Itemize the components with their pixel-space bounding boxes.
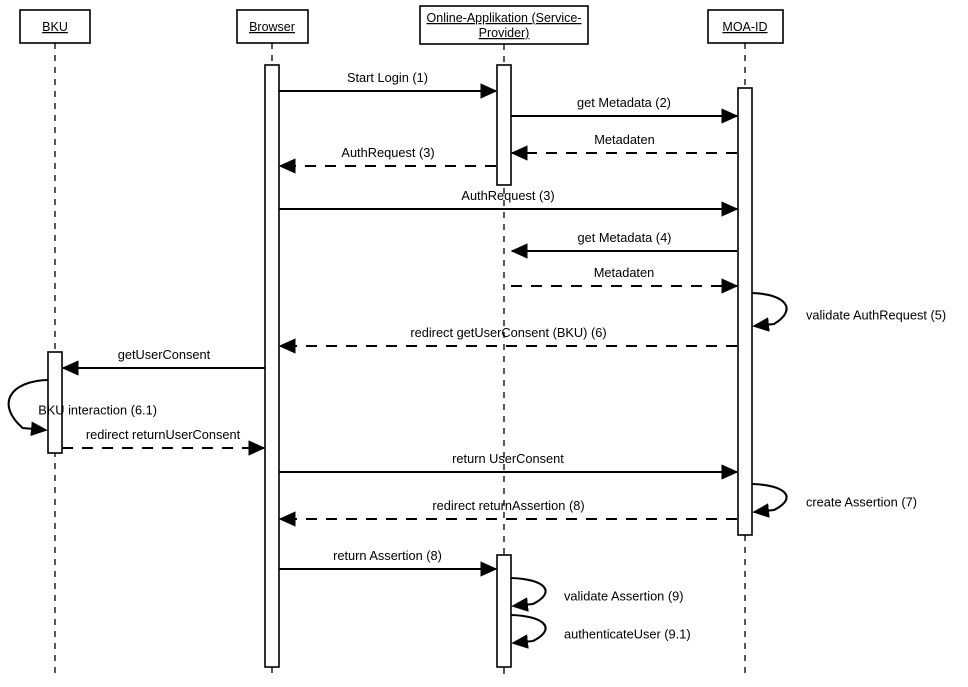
lifeline-header-moaid[interactable]: MOA-ID (707, 9, 784, 44)
lifeline-box-rect (707, 9, 784, 44)
message-m11[interactable]: return UserConsent (279, 451, 739, 480)
activation-rect (737, 87, 753, 536)
message-label: redirect getUserConsent (BKU) (6) (410, 325, 606, 340)
self-message-curve (751, 482, 788, 518)
message-m9[interactable]: getUserConsent (61, 347, 265, 376)
self-message-s4[interactable]: validate Assertion (9) (510, 576, 684, 612)
self-message-label: validate AuthRequest (5) (806, 308, 946, 323)
message-label: redirect returnAssertion (8) (432, 498, 584, 513)
messages-layer: Start Login (1) get Metadata (2) Metadaten… (61, 70, 739, 577)
self-message-s3[interactable]: create Assertion (7) (751, 482, 917, 518)
message-label: Start Login (1) (347, 70, 428, 85)
self-message-curve (7, 378, 49, 437)
message-m4[interactable]: AuthRequest (3) (278, 145, 496, 174)
lifeline-header-browser[interactable]: Browser (236, 9, 309, 44)
lifeline-header-sp[interactable]: Online-Applikation (Service-Provider) (419, 5, 589, 45)
activation-bar-sp[interactable] (496, 64, 512, 186)
message-label: get Metadata (4) (578, 230, 672, 245)
activations-layer (47, 64, 753, 668)
lifeline-label: MOA-ID (722, 20, 767, 34)
lifeline-box-rect (19, 9, 91, 44)
message-label: get Metadata (2) (577, 95, 671, 110)
message-m5[interactable]: AuthRequest (3) (279, 188, 739, 217)
message-label: redirect returnUserConsent (86, 427, 241, 442)
self-message-s5[interactable]: authenticateUser (9.1) (510, 613, 691, 649)
self-message-label: authenticateUser (9.1) (564, 627, 691, 642)
message-label: return UserConsent (452, 451, 564, 466)
lifeline-label: Browser (249, 20, 295, 34)
message-m1[interactable]: Start Login (1) (279, 70, 498, 99)
message-m8[interactable]: redirect getUserConsent (BKU) (6) (278, 325, 737, 354)
self-message-s1[interactable]: validate AuthRequest (5) (751, 291, 946, 332)
message-m10[interactable]: redirect returnUserConsent (62, 427, 266, 456)
message-label: getUserConsent (118, 347, 211, 362)
self-message-label: BKU interaction (6.1) (38, 403, 157, 418)
self-message-curve (510, 576, 547, 612)
lifeline-label: Provider) (479, 26, 530, 40)
activation-rect (496, 64, 512, 186)
self-messages-layer: validate AuthRequest (5) BKU interaction … (7, 291, 946, 649)
message-m12[interactable]: redirect returnAssertion (8) (278, 498, 737, 527)
lifeline-label: BKU (42, 20, 68, 34)
message-label: return Assertion (8) (333, 548, 442, 563)
activation-bar-browser[interactable] (264, 64, 280, 668)
message-m2[interactable]: get Metadata (2) (511, 95, 739, 124)
message-m13[interactable]: return Assertion (8) (279, 548, 498, 577)
self-message-curve (751, 291, 788, 332)
message-label: AuthRequest (3) (461, 188, 554, 203)
lifeline-box-rect (236, 9, 309, 44)
self-message-label: create Assertion (7) (806, 495, 917, 510)
message-m7[interactable]: Metadaten (511, 265, 739, 294)
lifeline-header-bku[interactable]: BKU (19, 9, 91, 44)
self-message-s2[interactable]: BKU interaction (6.1) (7, 378, 157, 437)
message-label: Metadaten (594, 265, 654, 280)
message-m6[interactable]: get Metadata (4) (510, 230, 737, 259)
activation-bar-moaid[interactable] (737, 87, 753, 536)
lifeline-box-rect (419, 5, 589, 45)
activation-bar-sp[interactable] (496, 554, 512, 668)
message-m3[interactable]: Metadaten (510, 132, 737, 161)
self-message-curve (510, 613, 547, 649)
activation-rect (496, 554, 512, 668)
activation-bar-bku[interactable] (47, 351, 63, 454)
message-label: Metadaten (594, 132, 654, 147)
activation-rect (47, 351, 63, 454)
message-label: AuthRequest (3) (341, 145, 434, 160)
activation-rect (264, 64, 280, 668)
self-message-label: validate Assertion (9) (564, 589, 684, 604)
lifeline-label: Online-Applikation (Service- (427, 11, 582, 25)
